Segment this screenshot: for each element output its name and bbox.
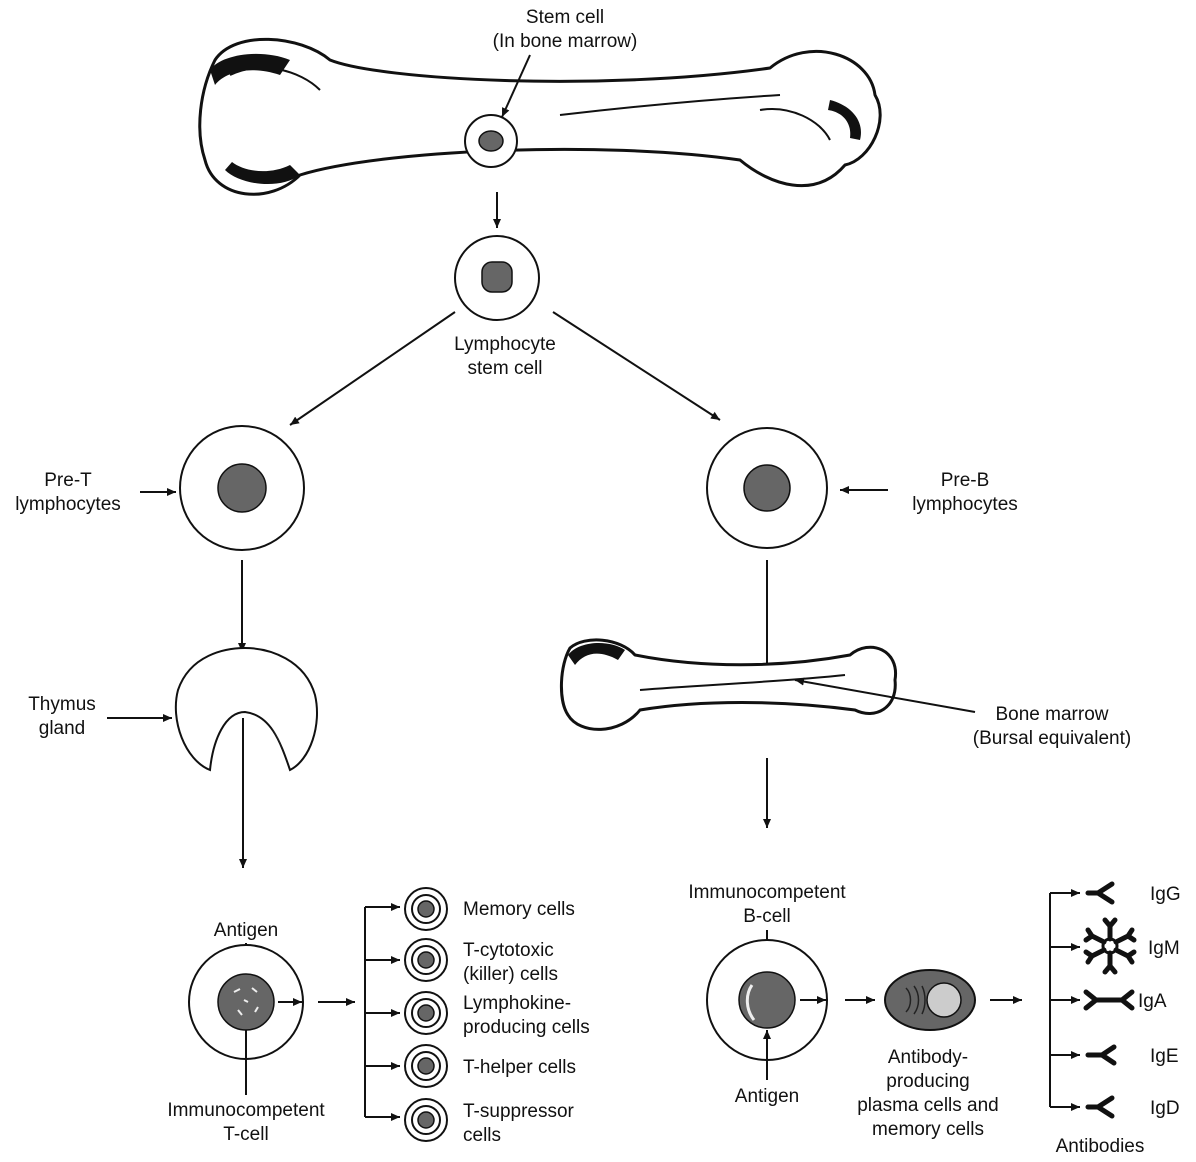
t-cell-subtype-suppressor: T-suppressor cells (365, 1099, 575, 1146)
svg-text:Lymphokine-: Lymphokine- (463, 993, 571, 1014)
pre-b-label: Pre-B lymphocytes (912, 470, 1018, 515)
svg-text:IgM: IgM (1148, 938, 1180, 959)
svg-text:T-cell: T-cell (223, 1124, 268, 1145)
svg-text:Pre-T: Pre-T (44, 470, 92, 491)
svg-text:stem cell: stem cell (468, 358, 543, 379)
svg-text:producing: producing (886, 1071, 969, 1092)
arrow-to-pre-b (553, 312, 720, 420)
immunocompetent-b-label: Immunocompetent B-cell (688, 882, 846, 927)
svg-text:IgE: IgE (1150, 1046, 1179, 1067)
plasma-cell (885, 970, 975, 1030)
antibody-ige: IgE (1050, 1046, 1179, 1067)
arrow-to-pre-t (290, 312, 455, 425)
small-bone-illustration (561, 640, 895, 729)
antibody-igg: IgG (1050, 884, 1181, 905)
svg-text:Thymus: Thymus (28, 694, 96, 715)
thymus-label: Thymus gland (28, 694, 96, 739)
svg-text:(In bone marrow): (In bone marrow) (493, 31, 638, 52)
svg-text:Lymphocyte: Lymphocyte (454, 334, 556, 355)
antibodies-label: Antibodies (1056, 1136, 1145, 1157)
antibody-igm: IgM (1050, 920, 1180, 972)
svg-text:T-suppressor: T-suppressor (463, 1101, 575, 1122)
t-cell-subtype-cytotoxic: T-cytotoxic (killer) cells (365, 939, 558, 985)
t-cell-subtype-lymphokine: Lymphokine- producing cells (365, 992, 590, 1038)
svg-text:Immunocompetent: Immunocompetent (688, 882, 846, 903)
pre-t-label: Pre-T lymphocytes (15, 470, 121, 515)
svg-text:IgD: IgD (1150, 1098, 1180, 1119)
svg-text:cells: cells (463, 1125, 501, 1146)
svg-text:producing cells: producing cells (463, 1017, 590, 1038)
plasma-cell-label: Antibody- producing plasma cells and mem… (857, 1047, 999, 1140)
svg-text:gland: gland (39, 718, 86, 739)
svg-text:Memory cells: Memory cells (463, 899, 575, 920)
svg-text:Bone marrow: Bone marrow (996, 704, 1109, 725)
svg-text:Antibody-: Antibody- (888, 1047, 968, 1068)
t-cell-subtype-memory: Memory cells (365, 888, 575, 930)
pre-b-lymphocyte-cell (707, 428, 827, 548)
svg-text:B-cell: B-cell (743, 906, 791, 927)
immunocompetent-t-label: Immunocompetent T-cell (167, 1100, 325, 1145)
svg-text:memory cells: memory cells (872, 1119, 984, 1140)
thymus-gland-illustration (176, 648, 317, 770)
svg-text:(killer) cells: (killer) cells (463, 964, 558, 985)
svg-text:lymphocytes: lymphocytes (15, 494, 121, 515)
svg-text:plasma cells and: plasma cells and (857, 1095, 999, 1116)
svg-text:Stem cell: Stem cell (526, 7, 604, 28)
antibody-iga: IgA (1050, 991, 1167, 1012)
antigen-t-label: Antigen (214, 920, 278, 941)
svg-text:T-helper cells: T-helper cells (463, 1057, 576, 1078)
svg-text:lymphocytes: lymphocytes (912, 494, 1018, 515)
lymphocyte-stem-cell (455, 236, 539, 320)
svg-text:(Bursal equivalent): (Bursal equivalent) (973, 728, 1131, 749)
lymphocyte-stem-cell-label: Lymphocyte stem cell (454, 334, 556, 379)
stem-cell-label: Stem cell (In bone marrow) (493, 7, 638, 52)
antibody-igd: IgD (1050, 1098, 1180, 1119)
t-cell-subtype-list: Memory cells T-cytotoxic (killer) cells … (365, 888, 590, 1146)
bone-marrow-label: Bone marrow (Bursal equivalent) (973, 704, 1131, 749)
antigen-b-label: Antigen (735, 1086, 799, 1107)
svg-text:Pre-B: Pre-B (941, 470, 990, 491)
svg-text:T-cytotoxic: T-cytotoxic (463, 940, 554, 961)
large-bone-illustration (200, 39, 880, 194)
pre-t-lymphocyte-cell (180, 426, 304, 550)
stem-cell-in-bone (465, 115, 517, 167)
svg-text:Immunocompetent: Immunocompetent (167, 1100, 325, 1121)
svg-text:IgA: IgA (1138, 991, 1167, 1012)
antibody-list: IgG IgM IgA IgE IgD (1050, 884, 1181, 1119)
svg-text:IgG: IgG (1150, 884, 1181, 905)
t-cell-subtype-helper: T-helper cells (365, 1045, 576, 1087)
